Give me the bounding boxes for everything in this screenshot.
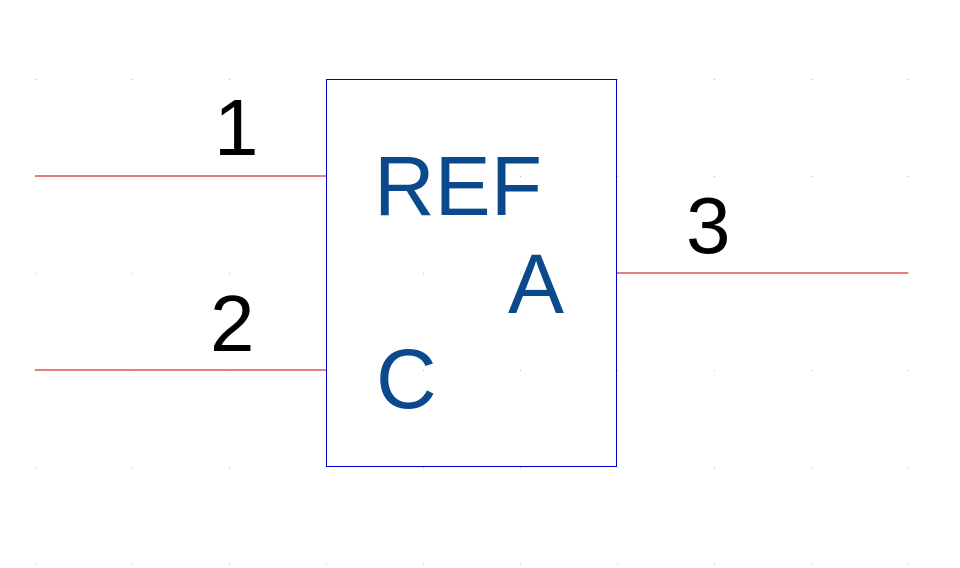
grid-dot — [520, 176, 521, 177]
grid-dot — [908, 564, 909, 565]
grid-dot — [811, 467, 812, 468]
grid-dot — [714, 564, 715, 565]
grid-dot — [132, 564, 133, 565]
grid-dot — [908, 79, 909, 80]
reference-label: REF — [374, 139, 542, 233]
grid-dot — [35, 273, 36, 274]
pin-1-number: 1 — [214, 83, 259, 172]
grid-dot — [617, 564, 618, 565]
grid-dot — [229, 273, 230, 274]
grid-dot — [714, 176, 715, 177]
grid-dot — [714, 79, 715, 80]
grid-dot — [229, 79, 230, 80]
grid-dot — [423, 176, 424, 177]
grid-dot — [229, 467, 230, 468]
pin-2-number: 2 — [210, 279, 255, 368]
grid-dot — [811, 564, 812, 565]
grid-dot — [423, 564, 424, 565]
grid-dot — [908, 370, 909, 371]
grid-dot — [811, 79, 812, 80]
grid-dot — [908, 176, 909, 177]
grid-dot — [908, 467, 909, 468]
grid-dot — [132, 467, 133, 468]
grid-dot — [811, 370, 812, 371]
grid-dot — [423, 273, 424, 274]
grid-dot — [520, 564, 521, 565]
grid-dot — [520, 273, 521, 274]
grid-dot — [714, 370, 715, 371]
grid-dot — [811, 176, 812, 177]
grid-dot — [132, 79, 133, 80]
grid-dot — [617, 79, 618, 80]
grid-dot — [35, 467, 36, 468]
grid-dot — [132, 273, 133, 274]
grid-dot — [617, 370, 618, 371]
anode-label: A — [508, 237, 565, 331]
grid-dot — [617, 467, 618, 468]
grid-dot — [520, 467, 521, 468]
grid-dot — [423, 370, 424, 371]
pin-3-number: 3 — [686, 181, 731, 270]
grid-dot — [520, 370, 521, 371]
grid-dot — [35, 564, 36, 565]
cathode-label: C — [376, 332, 437, 426]
grid-dot — [423, 467, 424, 468]
grid-dot — [35, 79, 36, 80]
grid-dot — [229, 564, 230, 565]
grid-dot — [714, 467, 715, 468]
grid-dot — [326, 564, 327, 565]
grid-dot — [326, 467, 327, 468]
component-body[interactable] — [326, 79, 617, 467]
grid-dot — [617, 176, 618, 177]
grid-dot — [908, 273, 909, 274]
